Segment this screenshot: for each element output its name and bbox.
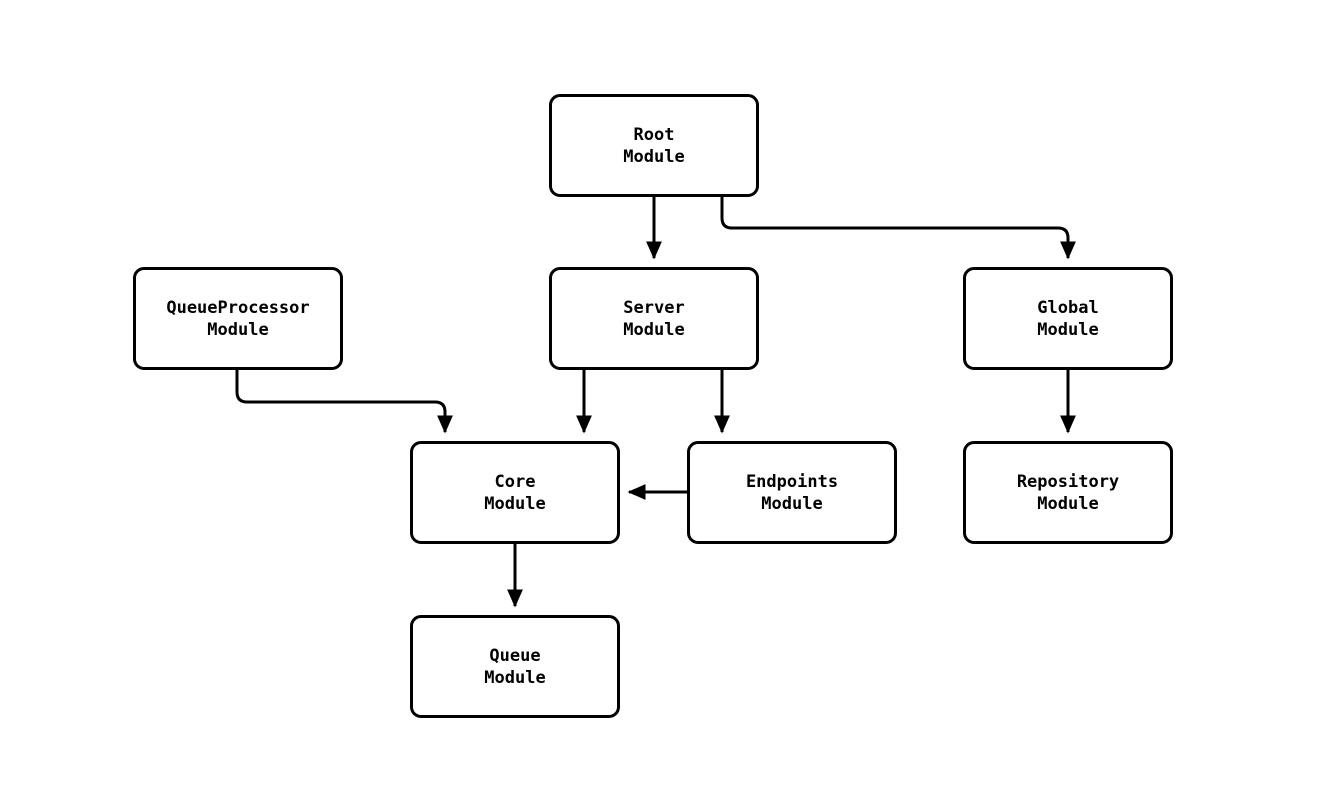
node-server[interactable]: Server Module [549, 267, 759, 370]
edge-queueprocessor-core [235, 370, 453, 434]
node-queue[interactable]: Queue Module [410, 615, 620, 718]
node-core-label: Core Module [484, 471, 546, 514]
node-root-label: Root Module [623, 124, 685, 167]
node-root[interactable]: Root Module [549, 94, 759, 197]
node-queueprocessor-label: QueueProcessor Module [166, 297, 310, 340]
node-repository-label: Repository Module [1016, 471, 1120, 514]
node-queue-label: Queue Module [484, 645, 546, 688]
node-server-label: Server Module [623, 297, 685, 340]
node-core[interactable]: Core Module [410, 441, 620, 544]
node-queueprocessor[interactable]: QueueProcessor Module [133, 267, 343, 370]
node-repository[interactable]: Repository Module [963, 441, 1173, 544]
edge-root-global [720, 197, 1076, 260]
node-endpoints[interactable]: Endpoints Module [687, 441, 897, 544]
node-endpoints-label: Endpoints Module [745, 471, 839, 514]
node-global-label: Global Module [1037, 297, 1099, 340]
node-global[interactable]: Global Module [963, 267, 1173, 370]
